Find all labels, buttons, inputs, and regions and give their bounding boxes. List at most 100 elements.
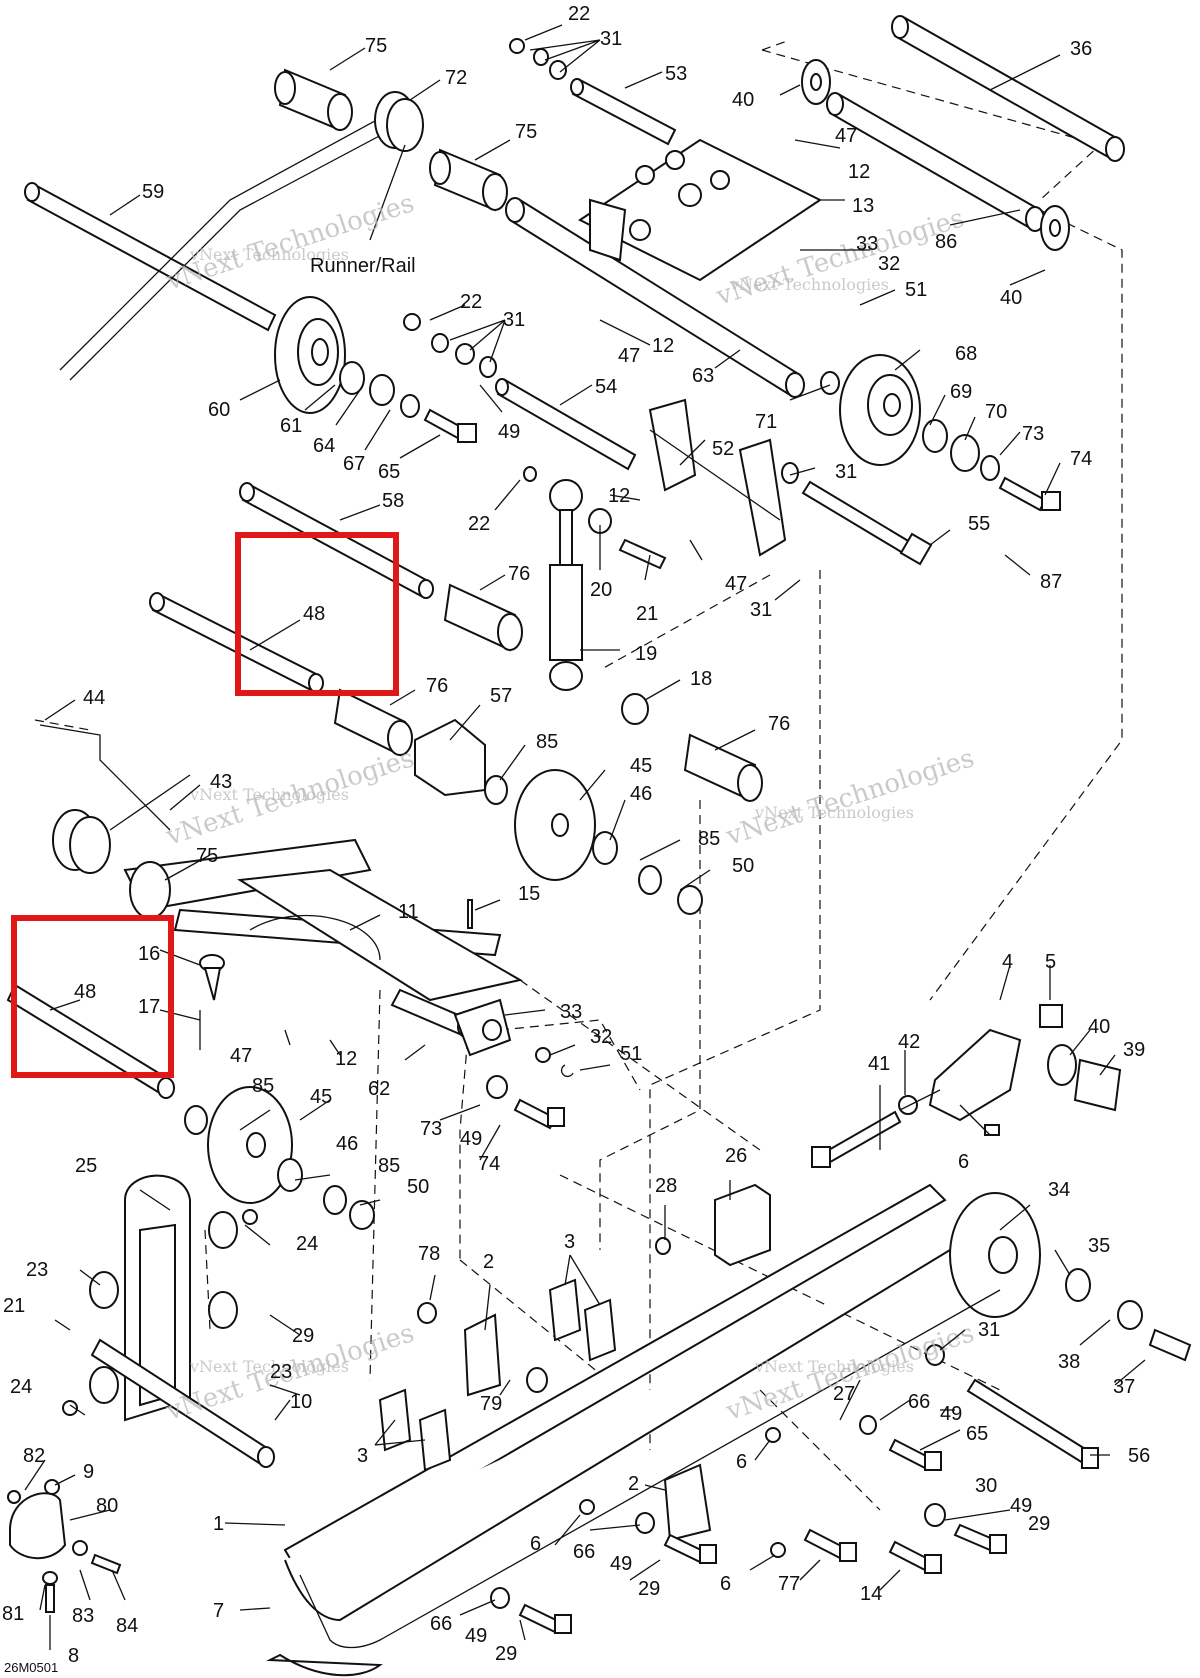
callout-31: 31 — [978, 1319, 1000, 1341]
callout-85: 85 — [698, 828, 720, 850]
callout-54: 54 — [595, 376, 617, 398]
callout-74: 74 — [1070, 448, 1092, 470]
callout-32: 32 — [590, 1026, 612, 1048]
callout-6: 6 — [720, 1573, 731, 1595]
callout-15: 15 — [518, 883, 540, 905]
callout-56: 56 — [1128, 1445, 1150, 1467]
callout-10: 10 — [290, 1391, 312, 1413]
callout-67: 67 — [343, 453, 365, 475]
callout-70: 70 — [985, 401, 1007, 423]
callout-9: 9 — [83, 1461, 94, 1483]
watermark-6: vNext Technologies — [754, 1357, 914, 1376]
callout-18: 18 — [690, 668, 712, 690]
callout-43: 43 — [210, 771, 232, 793]
callout-3: 3 — [357, 1445, 368, 1467]
callout-48: 48 — [74, 981, 96, 1003]
callout-36: 36 — [1070, 38, 1092, 60]
callout-44: 44 — [83, 687, 105, 709]
watermark-3: vNext Technologies — [754, 803, 914, 822]
callout-17: 17 — [138, 996, 160, 1018]
callout-7: 7 — [213, 1600, 224, 1622]
callout-74: 74 — [478, 1153, 500, 1175]
callout-64: 64 — [313, 435, 335, 457]
callout-48: 48 — [303, 603, 325, 625]
callout-61: 61 — [280, 415, 302, 437]
callout-46: 46 — [336, 1133, 358, 1155]
callout-83: 83 — [72, 1605, 94, 1627]
watermark-5: vNext Technologies — [189, 1357, 349, 1376]
callout-12: 12 — [335, 1048, 357, 1070]
callout-66: 66 — [430, 1613, 452, 1635]
callout-19: 19 — [635, 643, 657, 665]
watermark-1: vNext Technologies — [189, 245, 349, 264]
callout-3: 3 — [564, 1231, 575, 1253]
callout-22: 22 — [568, 3, 590, 25]
callout-20: 20 — [590, 579, 612, 601]
callout-labels: 22 31 53 36 40 47 12 13 75 72 75 59 33 3… — [2, 3, 1150, 1667]
callout-58: 58 — [382, 490, 404, 512]
callout-72: 72 — [445, 67, 467, 89]
callout-2: 2 — [483, 1251, 494, 1273]
callout-69: 69 — [950, 381, 972, 403]
callout-49: 49 — [465, 1625, 487, 1647]
callout-29: 29 — [1028, 1513, 1050, 1535]
callout-45: 45 — [310, 1086, 332, 1108]
callout-49: 49 — [610, 1553, 632, 1575]
highlight-box-48-upper — [235, 532, 399, 696]
callout-53: 53 — [665, 63, 687, 85]
callout-59: 59 — [142, 181, 164, 203]
callout-40: 40 — [1000, 287, 1022, 309]
callout-31: 31 — [600, 28, 622, 50]
callout-42: 42 — [898, 1031, 920, 1053]
callout-39: 39 — [1123, 1039, 1145, 1061]
callout-12: 12 — [608, 485, 630, 507]
callout-47: 47 — [618, 345, 640, 367]
callout-35: 35 — [1088, 1235, 1110, 1257]
callout-40: 40 — [732, 89, 754, 111]
callout-28: 28 — [655, 1175, 677, 1197]
callout-50: 50 — [732, 855, 754, 877]
callout-75: 75 — [196, 845, 218, 867]
callout-40: 40 — [1088, 1016, 1110, 1038]
callout-82: 82 — [23, 1445, 45, 1467]
watermark-3b: vNext Technologies — [722, 743, 978, 852]
callout-63: 63 — [692, 365, 714, 387]
callout-30: 30 — [975, 1475, 997, 1497]
callout-65: 65 — [966, 1423, 988, 1445]
callout-12: 12 — [848, 161, 870, 183]
callout-25: 25 — [75, 1155, 97, 1177]
callout-24: 24 — [296, 1233, 318, 1255]
callout-66: 66 — [573, 1541, 595, 1563]
callout-34: 34 — [1048, 1179, 1070, 1201]
callout-11: 11 — [398, 901, 419, 923]
watermark-2: vNext Technologies — [189, 785, 349, 804]
callout-23: 23 — [26, 1259, 48, 1281]
callout-57: 57 — [490, 685, 512, 707]
callout-75: 75 — [365, 35, 387, 57]
callout-6: 6 — [530, 1533, 541, 1555]
callout-51: 51 — [905, 279, 927, 301]
diagram-title: Runner/Rail — [310, 255, 416, 277]
callout-49: 49 — [460, 1128, 482, 1150]
footer-code: 26M0501 — [4, 1660, 58, 1675]
callout-68: 68 — [955, 343, 977, 365]
callout-81: 81 — [2, 1603, 24, 1625]
callout-51: 51 — [620, 1043, 642, 1065]
callout-27: 27 — [833, 1383, 855, 1405]
callout-22: 22 — [468, 513, 490, 535]
callout-78: 78 — [418, 1243, 440, 1265]
callout-76: 76 — [426, 675, 448, 697]
callout-66: 66 — [908, 1391, 930, 1413]
callout-71: 71 — [755, 411, 777, 433]
callout-49: 49 — [940, 1403, 962, 1425]
callout-13: 13 — [852, 195, 874, 217]
callout-2: 2 — [628, 1473, 639, 1495]
callout-21: 21 — [636, 603, 658, 625]
highlight-box-48-lower — [11, 915, 174, 1078]
callout-49: 49 — [498, 421, 520, 443]
callout-33: 33 — [560, 1001, 582, 1023]
callout-77: 77 — [778, 1573, 800, 1595]
watermark-1b: vNext Technologies — [162, 188, 418, 297]
callout-31: 31 — [503, 309, 525, 331]
